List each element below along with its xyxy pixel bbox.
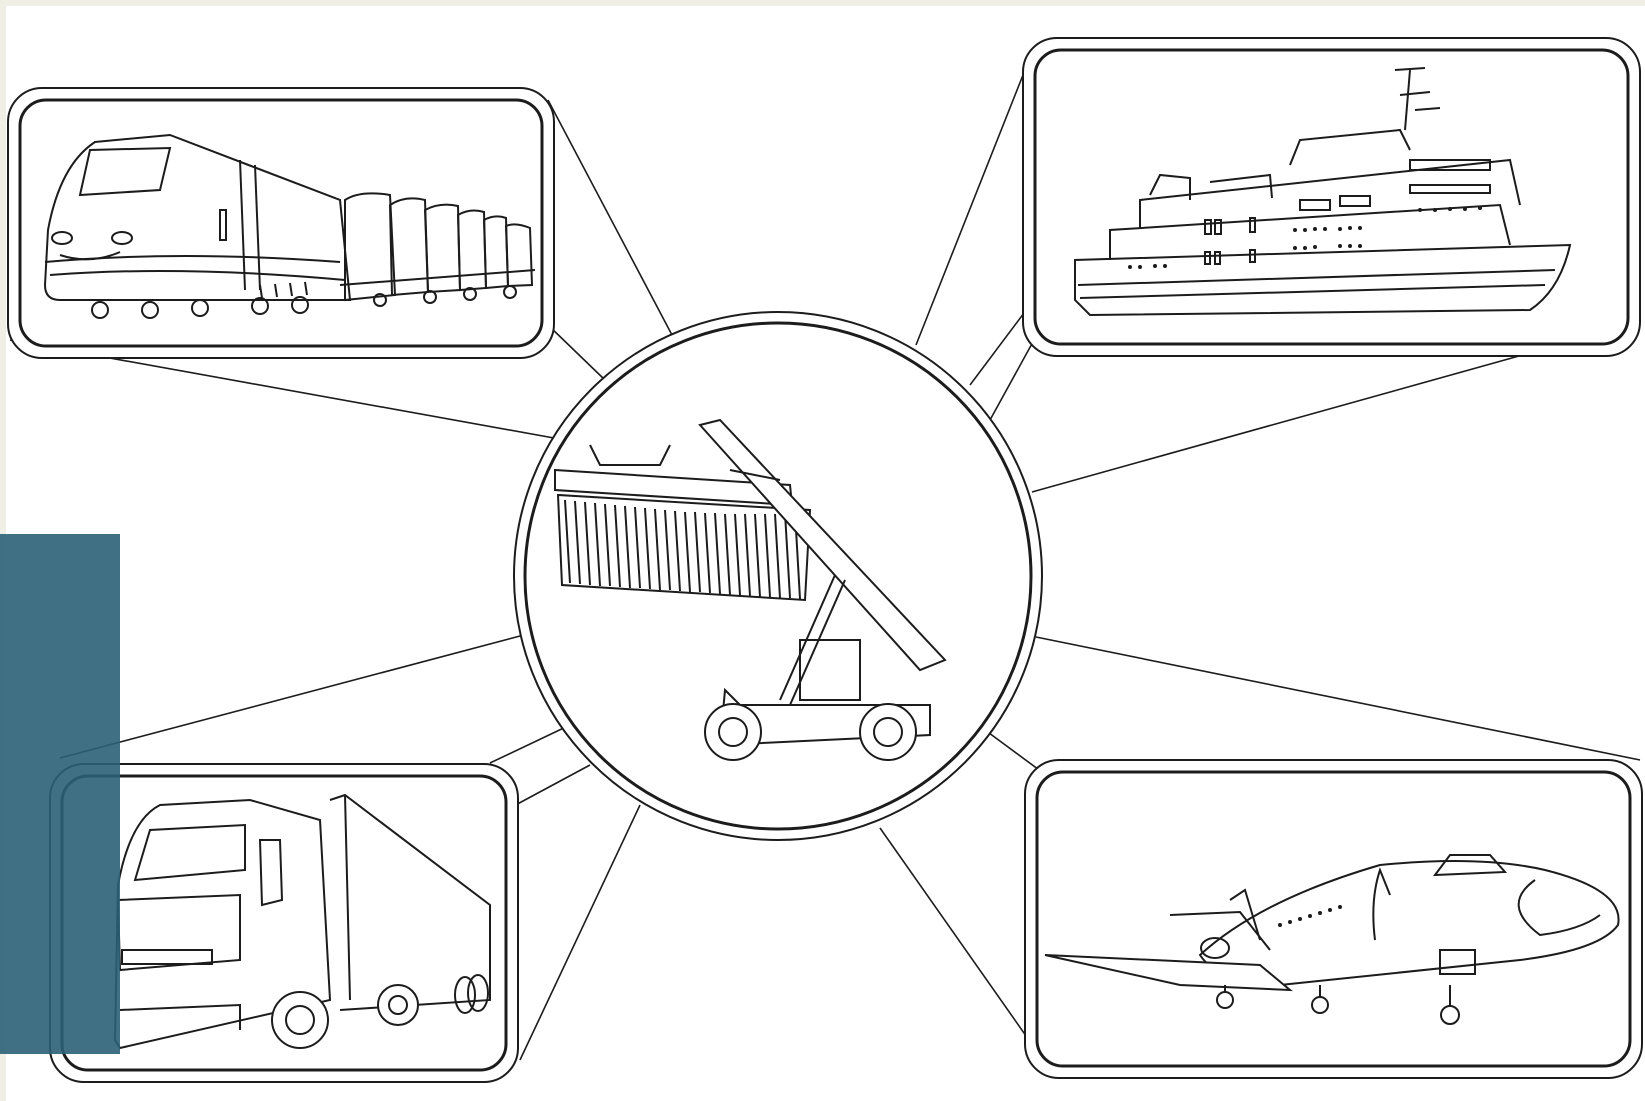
accent-bar bbox=[0, 534, 120, 1054]
center-circle bbox=[514, 312, 1042, 840]
ship-panel bbox=[1023, 38, 1640, 356]
airplane-panel bbox=[1025, 760, 1642, 1078]
train-panel bbox=[8, 88, 554, 358]
truck-panel bbox=[50, 764, 518, 1082]
